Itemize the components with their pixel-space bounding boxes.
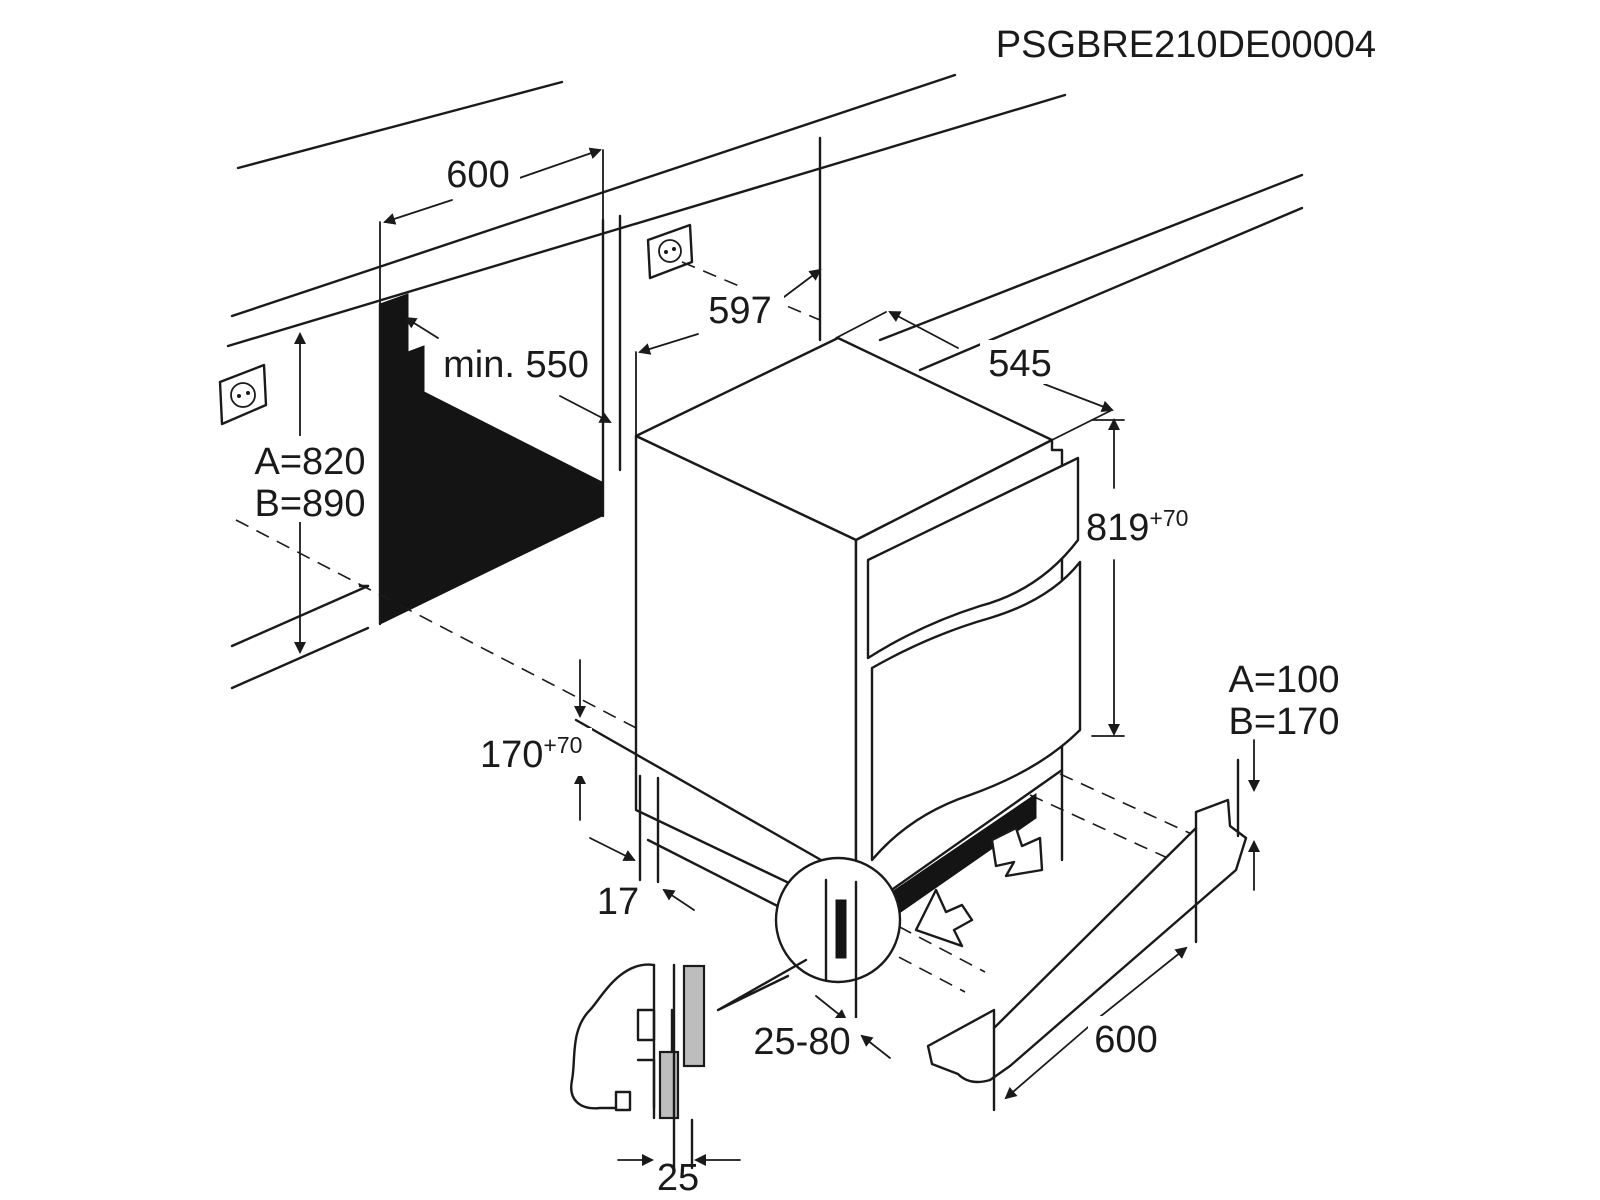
door-hinge-detail [570,963,706,1170]
appliance-width-label: 597 [708,290,771,332]
niche-height-b-label: B=890 [255,483,366,525]
air-inflow-arrow-icon [914,888,974,948]
plinth-height-label: 170+70 [480,732,582,776]
power-socket-icon [218,363,268,426]
niche-recess [379,293,603,625]
plinth-a-label: A=100 [1229,659,1340,701]
niche-depth-label: min. 550 [443,344,589,386]
detail-width-label: 25 [657,1157,699,1199]
detail-callout [716,856,902,1012]
plinth-b-label: B=170 [1229,701,1340,743]
dimension-lines [294,147,1260,1166]
door-offset-label: 25-80 [753,1021,850,1063]
dimension-labels: 600 597 545 min. 550 A=820 B=890 819+70 … [248,150,1339,1199]
document-code: PSGBRE210DE00004 [996,24,1376,66]
appliance-depth-label: 545 [988,343,1051,385]
plinth-strip [926,758,1248,1112]
plinth-width-label: 600 [1094,1019,1157,1061]
air-outflow-arrow-icon [990,826,1044,878]
power-socket-icon [646,223,694,280]
appliance-height-label: 819+70 [1086,505,1188,549]
appliance-body [634,336,1082,919]
niche-height-a-label: A=820 [255,441,366,483]
plinth-offset-label: 17 [597,881,639,923]
niche-width-label: 600 [446,154,509,196]
